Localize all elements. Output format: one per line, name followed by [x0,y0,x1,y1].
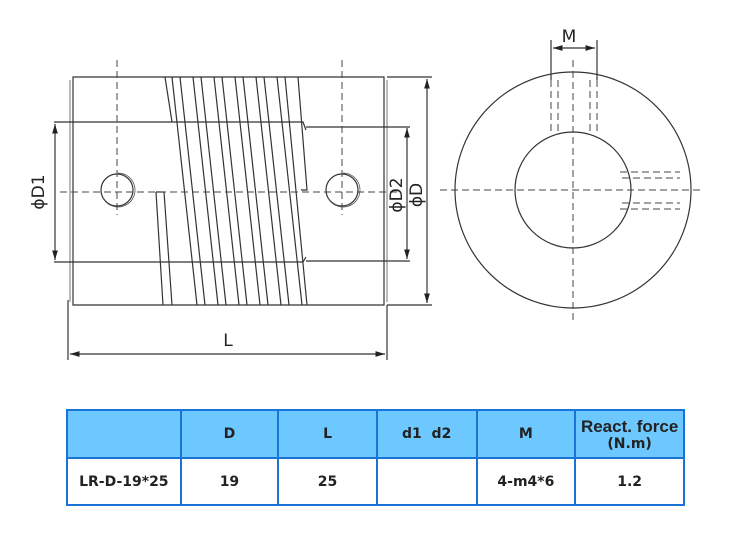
set-screw-hole-left [100,173,134,207]
react-force-unit: (N.m) [607,435,652,452]
header-model [66,409,182,459]
side-view: ϕD1 ϕD2 ϕD L [29,60,432,360]
label-d2: ϕD2 [387,177,407,212]
slots [54,76,410,306]
end-view: M [440,27,700,320]
cell-model: LR-D-19*25 [66,457,182,506]
header-m: M [475,409,577,459]
label-d: ϕD [407,183,427,207]
label-d1: ϕD1 [29,174,49,209]
cell-l: 25 [277,457,378,506]
cell-d: 19 [179,457,280,506]
technical-drawing: ϕD1 ϕD2 ϕD L M [29,27,700,360]
header-react-force: React. force (N.m) [574,409,685,459]
cell-d1-d2 [375,457,478,506]
header-l: L [277,409,378,459]
table-row: LR-D-19*25 19 25 4-m4*6 1.2 [66,457,685,506]
label-m: M [562,27,577,47]
cell-m: 4-m4*6 [475,457,577,506]
react-force-label: React. force [580,416,679,436]
header-d1-d2: d1 d2 [375,409,478,459]
label-l: L [223,331,233,351]
spec-table: D L d1 d2 M React. force (N.m) LR-D-19*2… [66,409,685,506]
header-d: D [179,409,280,459]
table-header-row: D L d1 d2 M React. force (N.m) [66,409,685,459]
set-screw-hole-right [325,173,359,207]
cell-react-force: 1.2 [574,457,685,506]
